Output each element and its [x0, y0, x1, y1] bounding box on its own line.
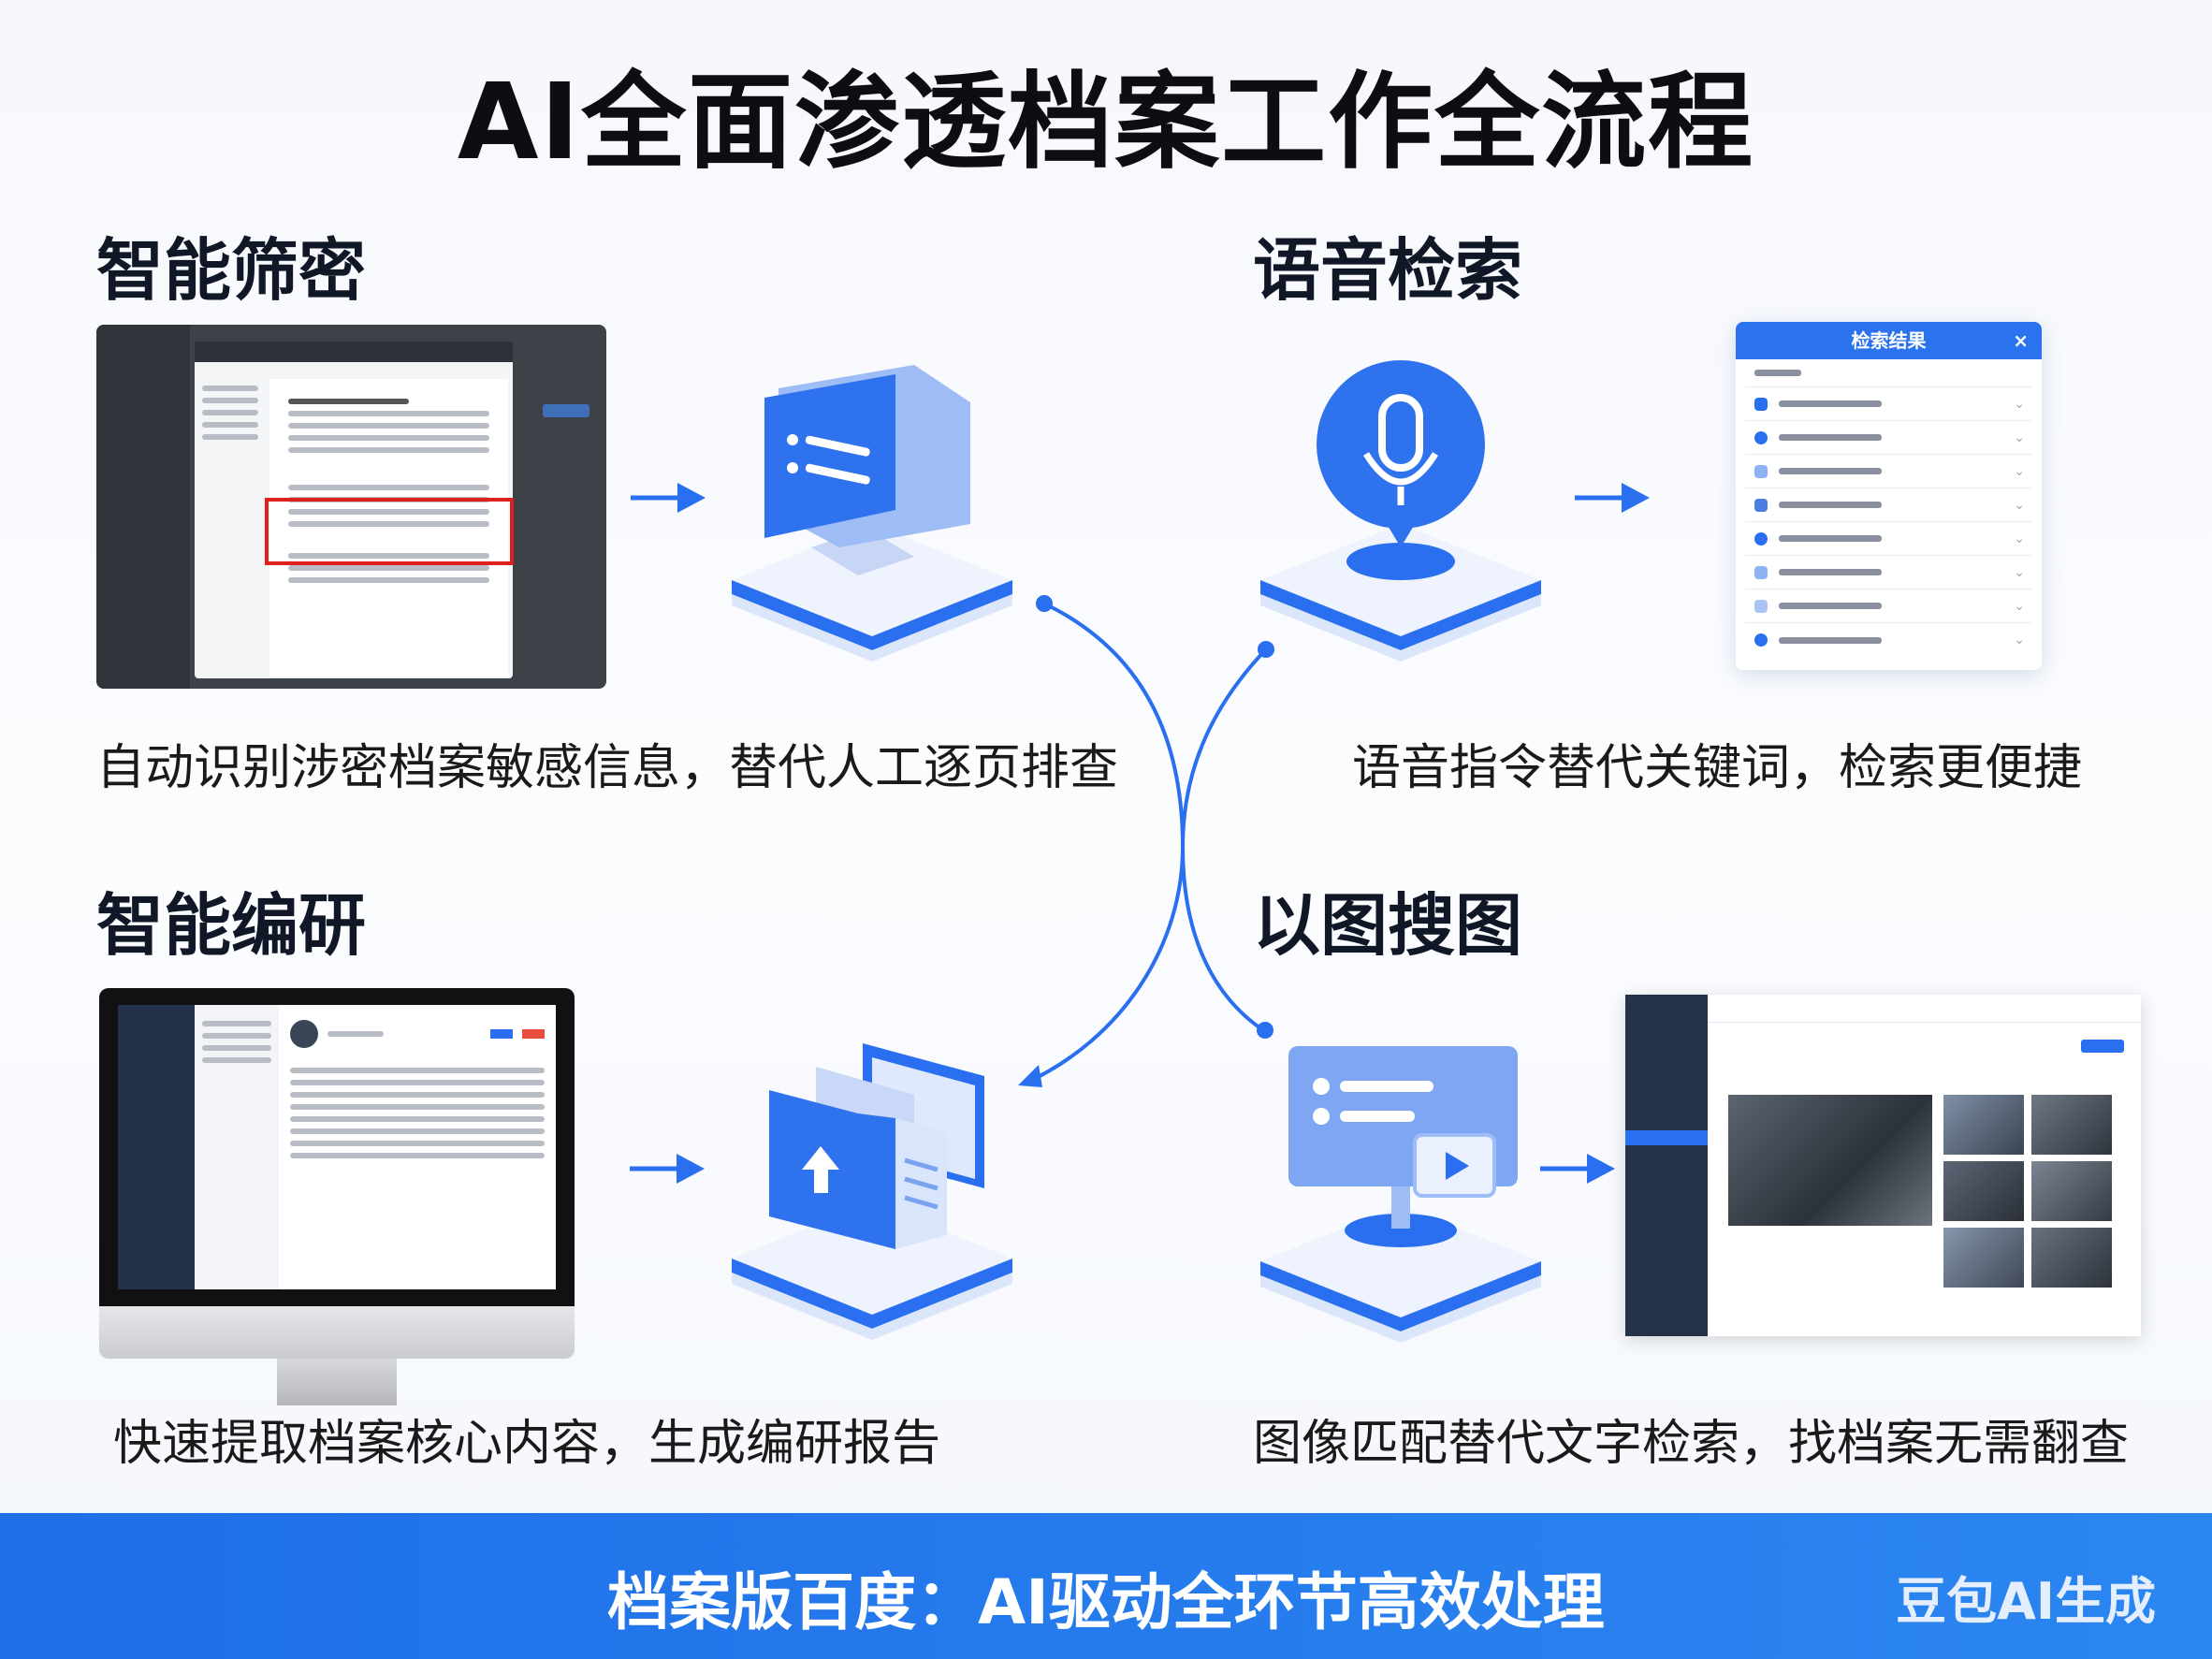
result-item[interactable]: ⌄ — [1745, 421, 2032, 455]
heading-smart-declassify: 智能筛密 — [96, 231, 367, 310]
footer-banner: 档案版百度：AI驱动全环节高效处理 豆包AI生成 — [0, 1513, 2212, 1659]
result-item[interactable]: ⌄ — [1745, 556, 2032, 589]
chevron-down-icon: ⌄ — [2014, 633, 2025, 648]
image-video-icon — [1260, 1046, 1541, 1343]
heading-image-search: 以图搜图 — [1253, 886, 1523, 965]
caption-image-search: 图像匹配替代文字检索，找档案无需翻查 — [1253, 1416, 2130, 1472]
result-item[interactable]: ⌄ — [1745, 387, 2032, 421]
search-results-panel: 检索结果 × ⌄ ⌄ ⌄ ⌄ ⌄ ⌄ ⌄ ⌄ — [1736, 322, 2042, 670]
chevron-down-icon: ⌄ — [2014, 429, 2025, 445]
folder-upload-icon — [732, 1043, 1012, 1340]
sensitive-info-highlight — [265, 498, 514, 565]
chevron-down-icon: ⌄ — [2014, 497, 2025, 513]
page-title: AI全面渗透档案工作全流程 — [457, 62, 1755, 183]
microphone-icon — [1260, 360, 1541, 662]
chevron-down-icon: ⌄ — [2014, 598, 2025, 614]
chevron-down-icon: ⌄ — [2014, 531, 2025, 546]
arrow-right-icon — [1540, 1154, 1615, 1184]
ai-generated-watermark: 豆包AI生成 — [1896, 1572, 2156, 1631]
document-review-screenshot — [96, 325, 606, 689]
chevron-down-icon: ⌄ — [2014, 396, 2025, 412]
result-item[interactable]: ⌄ — [1745, 522, 2032, 556]
arrow-right-icon — [1575, 483, 1650, 513]
imac-compile-screenshot — [99, 988, 575, 1405]
result-item[interactable]: ⌄ — [1745, 488, 2032, 522]
result-item[interactable]: ⌄ — [1745, 455, 2032, 488]
monitor-list-icon — [732, 365, 1012, 662]
caption-voice-search: 语音指令替代关键词，检索更便捷 — [1352, 740, 2083, 796]
heading-voice-search: 语音检索 — [1253, 231, 1523, 310]
caption-smart-declassify: 自动识别涉密档案敏感信息，替代人工逐页排查 — [96, 740, 1119, 796]
arrow-right-icon — [630, 1154, 705, 1184]
caption-smart-compile: 快速提取档案核心内容，生成编研报告 — [113, 1416, 941, 1472]
image-search-screenshot — [1625, 995, 2141, 1336]
banner-text: 档案版百度：AI驱动全环节高效处理 — [607, 1566, 1605, 1638]
panel-title: 检索结果 — [1851, 329, 1927, 352]
chevron-down-icon: ⌄ — [2014, 564, 2025, 580]
arrow-right-icon — [631, 483, 706, 513]
chevron-down-icon: ⌄ — [2014, 463, 2025, 479]
close-icon[interactable]: × — [2013, 329, 2029, 352]
result-item[interactable]: ⌄ — [1745, 589, 2032, 623]
apple-logo-icon — [99, 1306, 575, 1359]
heading-smart-compile: 智能编研 — [96, 886, 367, 965]
result-item[interactable]: ⌄ — [1745, 623, 2032, 657]
